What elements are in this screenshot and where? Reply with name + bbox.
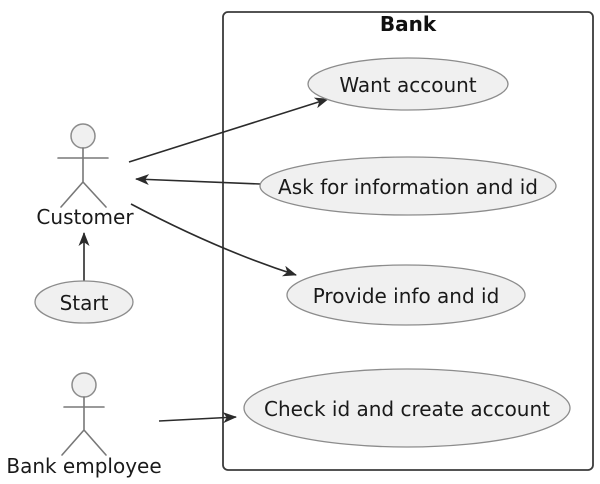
start-label: Start — [60, 291, 109, 315]
start-ellipse — [34, 280, 134, 324]
edge-customer-to-want-account — [128, 97, 329, 163]
actor-head — [71, 372, 97, 398]
use-case-provide-info-and-id[interactable]: Provide info and id — [286, 264, 526, 326]
use-case-check-id-and-create-account[interactable]: Check id and create account — [243, 368, 571, 448]
start-node[interactable]: Start — [34, 280, 134, 324]
system-boundary-title: Bank — [380, 12, 437, 36]
use-case-ellipse — [286, 264, 526, 326]
edge-customer-to-provide-info — [130, 203, 297, 277]
use-case-ellipse — [243, 368, 571, 448]
use-case-label: Ask for information and id — [278, 175, 538, 199]
use-case-want-account[interactable]: Want account — [307, 57, 509, 111]
actor-body — [57, 147, 109, 208]
system-boundary-bank[interactable]: Bank — [222, 11, 594, 471]
actor-bank-employee[interactable]: Bank employee — [6, 372, 162, 478]
edge-bank-employee-to-check-id — [158, 412, 237, 424]
actor-head — [70, 123, 96, 149]
actor-body — [61, 396, 107, 456]
actor-label-customer: Customer — [36, 205, 134, 229]
system-boundary-rect — [222, 11, 594, 471]
use-case-label: Provide info and id — [313, 284, 500, 308]
edge-ask-for-information-to-customer — [135, 174, 261, 186]
use-case-ellipse — [307, 57, 509, 111]
use-case-label: Want account — [339, 73, 476, 97]
use-case-ask-for-information-and-id[interactable]: Ask for information and id — [259, 156, 557, 216]
use-case-label: Check id and create account — [264, 397, 550, 421]
use-case-ellipse — [259, 156, 557, 216]
actor-label-bank-employee: Bank employee — [6, 454, 161, 478]
actor-customer[interactable]: Customer — [36, 123, 134, 229]
